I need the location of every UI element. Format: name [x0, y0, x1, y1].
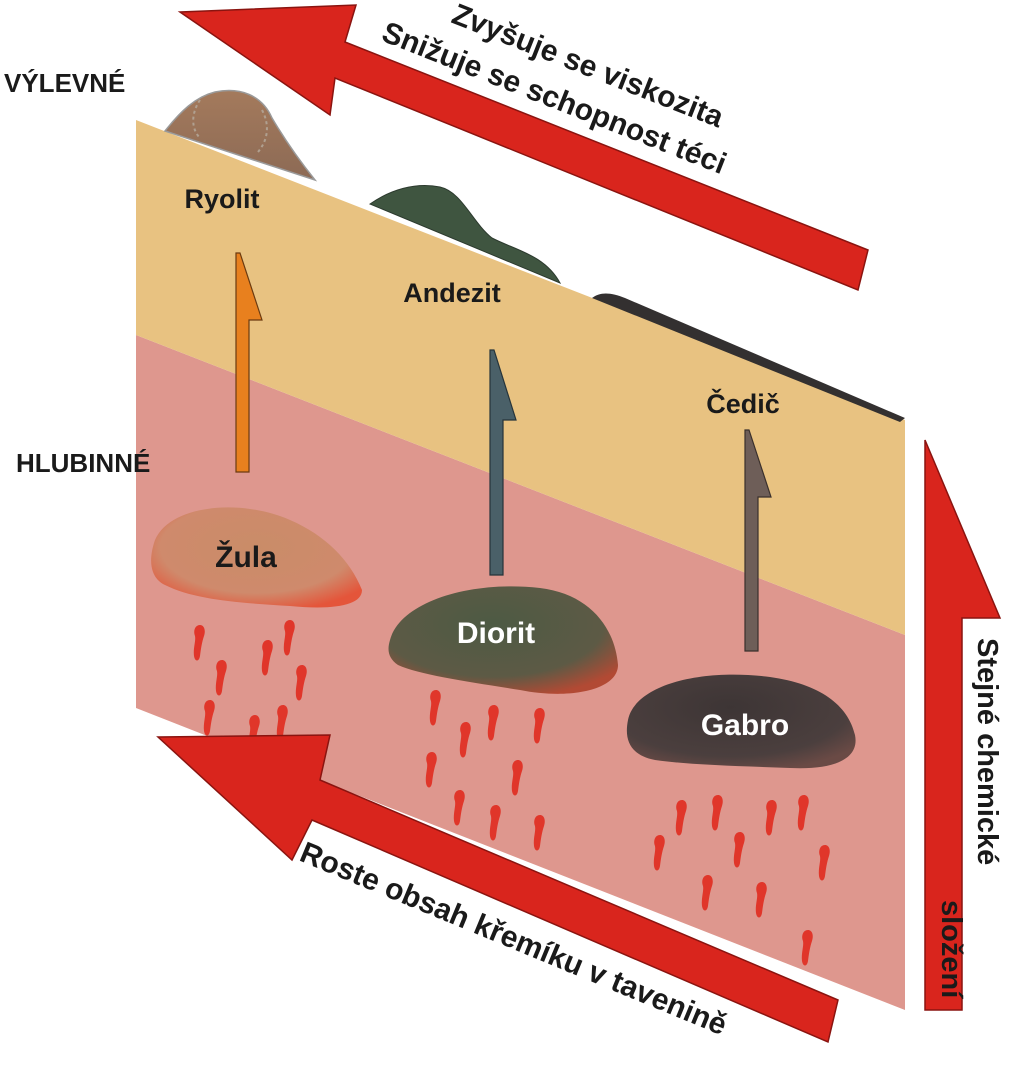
magma-drop: [489, 805, 501, 841]
magma-drop: [801, 930, 813, 966]
magma-drop: [487, 705, 499, 741]
magma-drop: [701, 875, 713, 911]
rhyolite-volcano-detail: [192, 99, 268, 153]
rhyolite-rise-arrow: [235, 252, 263, 473]
basalt-lava-flow: [592, 293, 905, 422]
magma-drop: [675, 800, 687, 836]
magma-drop: [711, 795, 723, 831]
magma-drop: [295, 665, 307, 701]
magma-drop: [425, 752, 437, 788]
magma-drop: [533, 708, 545, 744]
gabbro-label: Gabro: [701, 709, 789, 742]
right-red-arrow: [924, 439, 1002, 1011]
bottom-red-arrow: [156, 734, 839, 1044]
magma-drop: [797, 795, 809, 831]
right-arrow-text-line2: složení: [935, 900, 967, 999]
granite-label: Žula: [215, 540, 277, 574]
magma-drop: [283, 620, 295, 656]
diorite-label: Diorit: [457, 617, 535, 650]
basalt-rise-arrow: [744, 429, 772, 652]
andesite-rise-arrow: [489, 349, 517, 576]
magma-drop: [818, 845, 830, 881]
rhyolite-volcano: [163, 89, 318, 182]
extrusive-layer: [136, 120, 905, 635]
magma-drop: [215, 660, 227, 696]
diorite-pluton: [388, 586, 618, 694]
magma-drop: [429, 690, 441, 726]
basalt-label: Čedič: [706, 388, 780, 419]
magma-drop: [193, 625, 205, 661]
rhyolite-label: Ryolit: [184, 184, 259, 214]
magma-drop: [203, 700, 215, 736]
intrusive-label: HLUBINNÉ: [16, 448, 150, 478]
magma-drop: [261, 640, 273, 676]
magma-drop: [511, 760, 523, 796]
extrusive-label: VÝLEVNÉ: [4, 68, 125, 98]
magma-drop: [755, 882, 767, 918]
magma-drop: [653, 835, 665, 871]
magma-drop: [453, 790, 465, 826]
top-red-arrow: [177, 4, 869, 292]
magma-drop: [276, 705, 288, 741]
gabbro-pluton: [626, 674, 856, 769]
granite-pluton: [151, 507, 362, 608]
magma-drop: [733, 832, 745, 868]
magma-drop: [533, 815, 545, 851]
right-arrow-text-line1: Stejné chemické: [971, 638, 1003, 865]
magma-drop: [765, 800, 777, 836]
magma-drop: [459, 722, 471, 758]
andesite-volcano: [368, 185, 562, 285]
andesite-label: Andezit: [403, 278, 501, 308]
magma-drops: [193, 620, 830, 966]
